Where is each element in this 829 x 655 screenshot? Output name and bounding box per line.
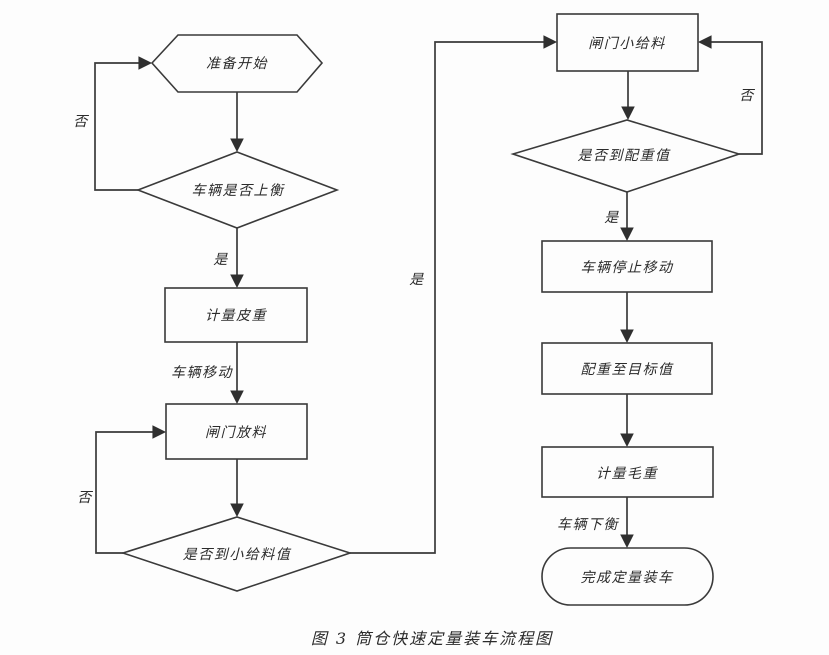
edges <box>94 35 763 554</box>
node-finish-terminator <box>541 547 714 606</box>
label-yes-small-feed: 是 <box>409 272 425 288</box>
node-counterweight-target-label: 配重至目标值 <box>581 362 674 378</box>
label-vehicle-move: 车辆移动 <box>171 365 233 381</box>
node-gross-weight-rect <box>541 446 714 498</box>
node-tare-weight-label: 计量皮重 <box>205 308 267 324</box>
node-tare-weight-rect <box>164 287 308 343</box>
node-vehicle-stop-label: 车辆停止移动 <box>581 260 674 276</box>
label-no-counterweight: 否 <box>739 88 755 104</box>
node-gross-weight-label: 计量毛重 <box>596 466 658 482</box>
node-gate-discharge-rect <box>165 403 308 460</box>
figure-caption: 图 3 筒仓快速定量装车流程图 <box>311 629 553 648</box>
label-yes-counterweight: 是 <box>604 210 620 226</box>
label-vehicle-off-scale: 车辆下衡 <box>557 517 619 533</box>
node-vehicle-on-scale-diamond <box>135 151 340 229</box>
nodes: 准备开始 车辆是否上衡 计量皮重 闸门放料 是否到小给料值 闸门小给料 是否到配… <box>120 13 742 606</box>
edge-no-loop-to-start <box>94 56 153 191</box>
node-gate-small-feed-rect <box>556 13 699 72</box>
node-finish-label: 完成定量装车 <box>581 570 674 586</box>
node-small-feed-decision-label: 是否到小给料值 <box>183 547 292 563</box>
node-counterweight-target-rect <box>541 342 713 395</box>
edge-no-loop-to-gate <box>95 425 167 554</box>
label-no-on-scale: 否 <box>73 114 89 130</box>
node-start-label: 准备开始 <box>206 56 268 72</box>
node-gate-discharge-label: 闸门放料 <box>205 425 267 441</box>
edge-no-loop-to-gate-small-feed <box>697 35 763 155</box>
node-start-hexagon <box>150 34 324 93</box>
label-yes-on-scale: 是 <box>213 252 229 268</box>
node-gate-small-feed-label: 闸门小给料 <box>588 36 666 52</box>
node-counterweight-decision-label: 是否到配重值 <box>578 148 671 164</box>
edge-yes-to-gate-small-feed <box>350 35 558 554</box>
node-vehicle-stop-rect <box>541 240 713 293</box>
node-small-feed-decision-diamond <box>120 516 353 592</box>
node-vehicle-on-scale-label: 车辆是否上衡 <box>192 183 285 199</box>
label-no-small-feed: 否 <box>77 490 93 506</box>
edge-labels: 否 是 车辆移动 否 是 否 是 车辆下衡 <box>73 88 755 533</box>
node-counterweight-decision-diamond <box>510 119 742 193</box>
